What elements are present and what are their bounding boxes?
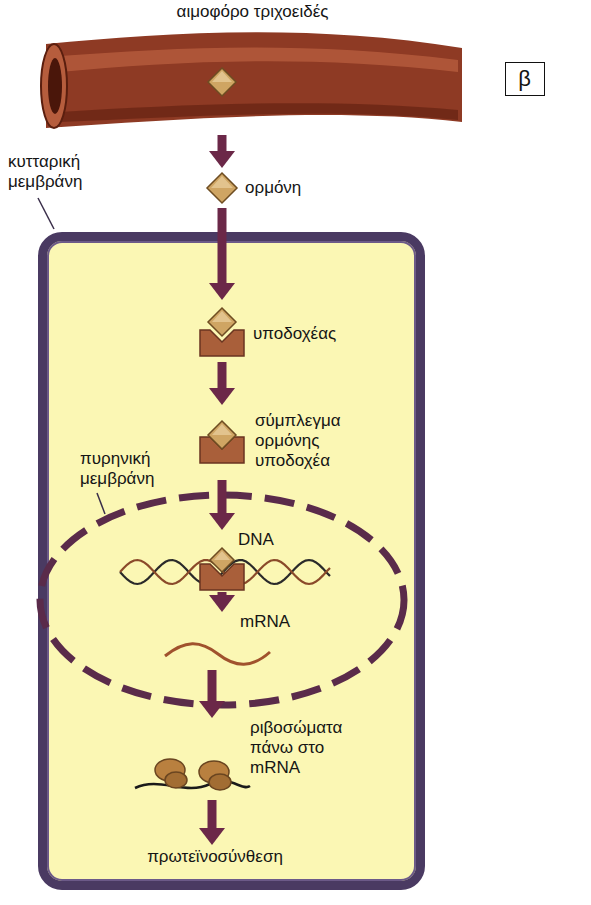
arrow-connector: [209, 135, 235, 168]
label: κυτταρική μεμβράνη: [8, 152, 108, 192]
label: σύμπλεγμα ορμόνης υποδοχέα: [255, 411, 355, 471]
label: υποδοχέας: [253, 324, 336, 344]
dna-helix-shape: [115, 530, 340, 592]
label: β: [505, 67, 545, 91]
dna-helix: DNA: [115, 530, 340, 592]
hormone-diamond: ορμόνη: [200, 168, 310, 208]
label: mRNA: [240, 612, 290, 632]
label: πυρηνική μεμβράνη: [80, 449, 180, 489]
label: DNA: [238, 530, 274, 550]
receptor: υποδοχέας: [195, 300, 345, 362]
protein-synthesis: πρωτεϊνοσύνθεση: [100, 845, 330, 871]
mrna-strand: mRNA: [160, 612, 300, 670]
cell: κυτταρική μεμβράνηυποδοχέαςσύμπλεγμα ορμ…: [38, 232, 425, 890]
panel-label: β: [505, 62, 545, 96]
ribosomes: ριβοσώματα πάνω στο mRNA: [130, 718, 355, 800]
capillary-tube: αιμοφόρο τριχοειδές: [40, 0, 465, 135]
leader-line: [38, 198, 54, 229]
label: πρωτεϊνοσύνθεση: [100, 847, 330, 867]
label: αιμοφόρο τριχοειδές: [40, 2, 465, 22]
label: ριβοσώματα πάνω στο mRNA: [250, 718, 352, 778]
label: ορμόνη: [245, 178, 301, 198]
nucleus: πυρηνική μεμβράνηDNA mRNA: [37, 445, 407, 710]
hormone-receptor-complex: σύμπλεγμα ορμόνης υποδοχέα: [195, 405, 360, 480]
